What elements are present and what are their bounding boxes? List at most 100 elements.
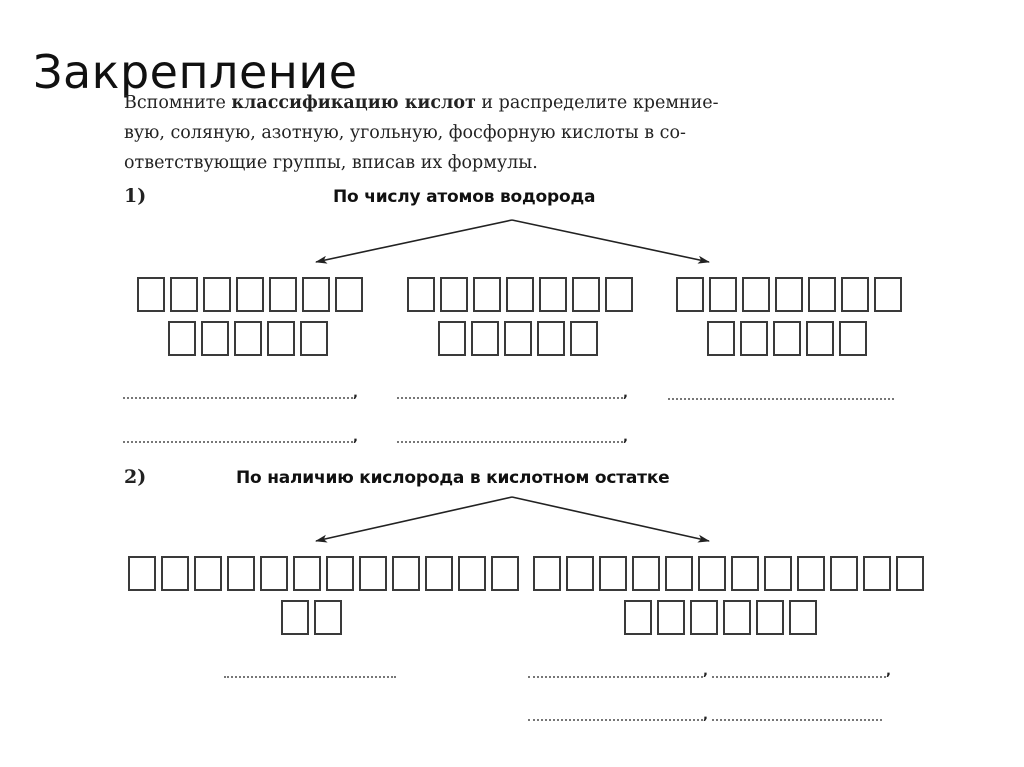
letter-box[interactable]: [632, 556, 660, 591]
letter-box[interactable]: [896, 556, 924, 591]
section-1-number: 1): [124, 185, 147, 207]
letter-box[interactable]: [723, 600, 751, 635]
letter-box[interactable]: [839, 321, 867, 356]
letter-box[interactable]: [137, 277, 165, 312]
s1-group-2-row-2: [438, 321, 598, 356]
s2-answer-line[interactable]: [528, 676, 703, 678]
task-intro: Вспомните: [124, 93, 226, 113]
comma: ,: [703, 664, 708, 679]
s2-group-2-row-2: [624, 600, 817, 635]
s2-answer-line[interactable]: [528, 719, 703, 721]
letter-box[interactable]: [168, 321, 196, 356]
comma: ,: [353, 430, 358, 445]
letter-box[interactable]: [709, 277, 737, 312]
letter-box[interactable]: [300, 321, 328, 356]
letter-box[interactable]: [407, 277, 435, 312]
comma: ,: [353, 386, 358, 401]
slide-title: Закрепление: [33, 44, 358, 99]
comma: ,: [623, 386, 628, 401]
s1-group-1-row-1: [137, 277, 363, 312]
letter-box[interactable]: [438, 321, 466, 356]
comma: ,: [886, 664, 891, 679]
s1-answer-line[interactable]: [123, 397, 353, 399]
letter-box[interactable]: [756, 600, 784, 635]
letter-box[interactable]: [201, 321, 229, 356]
s1-group-2-row-1: [407, 277, 633, 312]
letter-box[interactable]: [425, 556, 453, 591]
letter-box[interactable]: [773, 321, 801, 356]
letter-box[interactable]: [657, 600, 685, 635]
s1-answer-line[interactable]: [397, 441, 623, 443]
letter-box[interactable]: [161, 556, 189, 591]
letter-box[interactable]: [471, 321, 499, 356]
letter-box[interactable]: [830, 556, 858, 591]
letter-box[interactable]: [808, 277, 836, 312]
letter-box[interactable]: [128, 556, 156, 591]
letter-box[interactable]: [194, 556, 222, 591]
letter-box[interactable]: [236, 277, 264, 312]
letter-box[interactable]: [335, 277, 363, 312]
letter-box[interactable]: [302, 277, 330, 312]
s2-group-2-row-1: [533, 556, 924, 591]
letter-box[interactable]: [392, 556, 420, 591]
letter-box[interactable]: [293, 556, 321, 591]
s1-answer-line[interactable]: [668, 398, 894, 400]
letter-box[interactable]: [566, 556, 594, 591]
letter-box[interactable]: [539, 277, 567, 312]
letter-box[interactable]: [267, 321, 295, 356]
letter-box[interactable]: [281, 600, 309, 635]
task-bold-phrase: классификацию кислот: [231, 93, 476, 113]
letter-box[interactable]: [326, 556, 354, 591]
letter-box[interactable]: [473, 277, 501, 312]
letter-box[interactable]: [440, 277, 468, 312]
letter-box[interactable]: [863, 556, 891, 591]
letter-box[interactable]: [234, 321, 262, 356]
letter-box[interactable]: [605, 277, 633, 312]
letter-box[interactable]: [260, 556, 288, 591]
letter-box[interactable]: [707, 321, 735, 356]
letter-box[interactable]: [227, 556, 255, 591]
letter-box[interactable]: [740, 321, 768, 356]
letter-box[interactable]: [698, 556, 726, 591]
s2-answer-line[interactable]: [712, 719, 882, 721]
task-line-2: вую, соляную, азотную, угольную, фосфорн…: [124, 123, 686, 143]
letter-box[interactable]: [537, 321, 565, 356]
s2-answer-line[interactable]: [224, 676, 396, 678]
comma: ,: [623, 430, 628, 445]
letter-box[interactable]: [789, 600, 817, 635]
letter-box[interactable]: [359, 556, 387, 591]
letter-box[interactable]: [570, 321, 598, 356]
s1-answer-line[interactable]: [397, 397, 623, 399]
letter-box[interactable]: [170, 277, 198, 312]
task-line-3: ответствующие группы, вписав их формулы.: [124, 153, 538, 173]
letter-box[interactable]: [764, 556, 792, 591]
letter-box[interactable]: [806, 321, 834, 356]
s2-answer-line[interactable]: [712, 676, 886, 678]
letter-box[interactable]: [775, 277, 803, 312]
letter-box[interactable]: [841, 277, 869, 312]
letter-box[interactable]: [314, 600, 342, 635]
s1-answer-line[interactable]: [123, 441, 353, 443]
letter-box[interactable]: [269, 277, 297, 312]
letter-box[interactable]: [491, 556, 519, 591]
letter-box[interactable]: [506, 277, 534, 312]
letter-box[interactable]: [458, 556, 486, 591]
letter-box[interactable]: [203, 277, 231, 312]
letter-box[interactable]: [533, 556, 561, 591]
section-2-heading: По наличию кислорода в кислотном остатке: [236, 468, 670, 488]
letter-box[interactable]: [742, 277, 770, 312]
s1-group-3-row-1: [676, 277, 902, 312]
letter-box[interactable]: [572, 277, 600, 312]
letter-box[interactable]: [797, 556, 825, 591]
letter-box[interactable]: [599, 556, 627, 591]
section-2-number: 2): [124, 466, 147, 488]
letter-box[interactable]: [504, 321, 532, 356]
letter-box[interactable]: [624, 600, 652, 635]
letter-box[interactable]: [874, 277, 902, 312]
letter-box[interactable]: [690, 600, 718, 635]
task-rest: и распределите кремние-: [481, 93, 719, 113]
letter-box[interactable]: [731, 556, 759, 591]
letter-box[interactable]: [665, 556, 693, 591]
letter-box[interactable]: [676, 277, 704, 312]
